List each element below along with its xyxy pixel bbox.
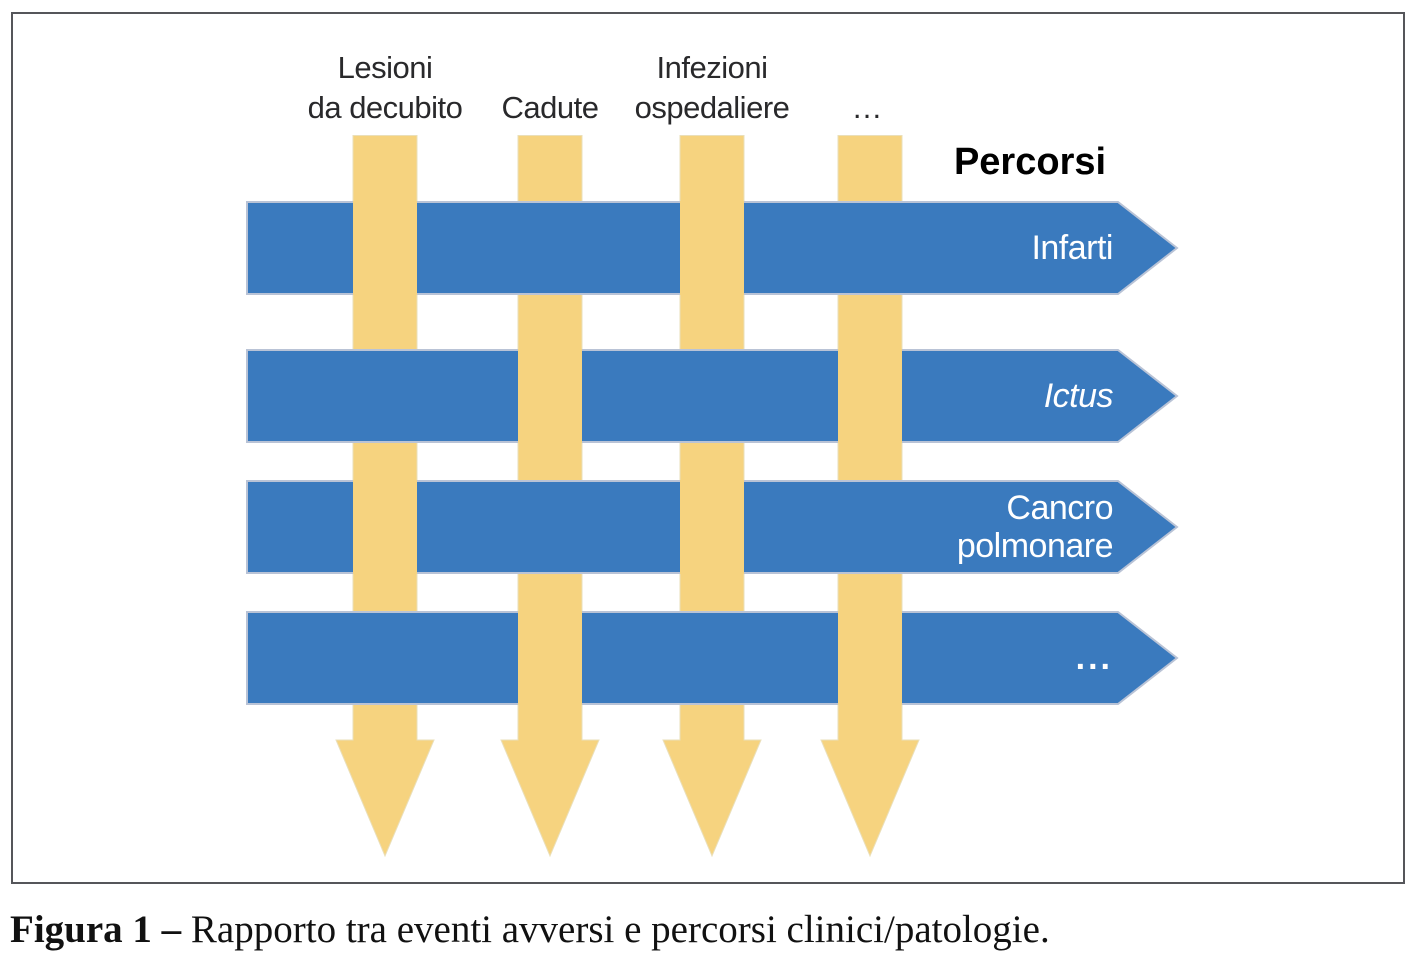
weave-over-patch [353, 201, 417, 295]
weave-over-patch [353, 480, 417, 574]
caption-prefix: Figura 1 – [10, 908, 182, 951]
label-line: polmonare [956, 527, 1114, 565]
pathway-label-infarti: Infarti [247, 229, 1113, 267]
pathway-arrow-ellipsis-shape [246, 611, 1179, 705]
label-line: Infezioni [656, 50, 768, 85]
label-line: Infarti [1031, 229, 1113, 267]
label-line: Cancro [1006, 489, 1113, 527]
weave-over-patch [838, 349, 902, 443]
adverse-event-label-infezioni-ospedaliere: Infezioni ospedaliere [592, 48, 832, 128]
label-line: … [851, 90, 889, 125]
pathway-arrow-ictus [246, 349, 1179, 443]
label-line: da decubito [307, 90, 463, 125]
adverse-event-label-lesioni-da-decubito: Lesioni da decubito [265, 48, 505, 128]
weave-over-patch [518, 611, 582, 705]
caption-text: Rapporto tra eventi avversi e percorsi c… [181, 908, 1050, 951]
weave-over-patch [518, 349, 582, 443]
percorsi-heading: Percorsi [953, 141, 1107, 183]
pathway-arrow-ellipsis [246, 611, 1179, 705]
pathway-arrow-ictus-shape [246, 349, 1179, 443]
label-line: ... [1075, 639, 1113, 677]
label-line: Lesioni [337, 50, 433, 85]
figure-caption: Figura 1 – Rapporto tra eventi avversi e… [10, 906, 1400, 954]
weave-over-patch [680, 480, 744, 574]
weave-over-patch [838, 611, 902, 705]
pathway-label-ellipsis: ... [247, 639, 1113, 677]
adverse-event-label-ellipsis: … [750, 88, 990, 128]
label-line: Cadute [501, 90, 599, 125]
pathway-label-ictus: Ictus [247, 377, 1114, 415]
adverse-event-label-cadute: Cadute [430, 88, 670, 128]
label-line: Ictus [1043, 377, 1114, 415]
label-line: ospedaliere [634, 90, 790, 125]
weave-over-patch [680, 201, 744, 295]
